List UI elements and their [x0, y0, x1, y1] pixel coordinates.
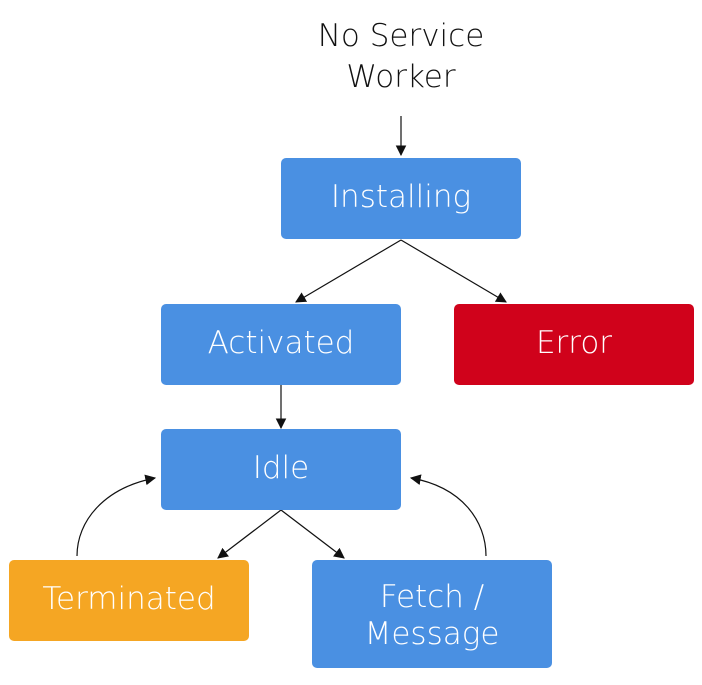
edge-idle-to-fetch-message: [280, 509, 345, 559]
node-fetch-message-label-line2: Message: [365, 616, 500, 652]
node-error-box: [454, 304, 694, 385]
node-terminated-box: [9, 560, 249, 641]
edge-idle-to-terminated: [217, 509, 282, 559]
node-activated-box: [161, 304, 401, 385]
edge-fetch-message-to-idle: [409, 474, 487, 557]
start-label-line2: Worker: [346, 59, 455, 95]
start-label-line1: No Service: [318, 18, 485, 54]
edge-installing-to-activated: [295, 239, 402, 303]
node-idle-box: [161, 429, 401, 510]
node-idle-label: Idle: [253, 450, 310, 486]
diagram-edges: [76, 116, 507, 559]
edge-installing-to-error: [400, 239, 507, 303]
node-activated-label: Activated: [208, 325, 355, 361]
edge-terminated-to-idle: [76, 474, 157, 557]
node-error: Error: [454, 304, 694, 385]
node-fetch-message-label-line1: Fetch /: [380, 579, 484, 615]
node-fetch-message-box: [312, 560, 552, 668]
node-terminated: Terminated: [9, 560, 249, 641]
node-activated: Activated: [161, 304, 401, 385]
node-error-label: Error: [536, 325, 612, 361]
node-idle: Idle: [161, 429, 401, 510]
node-fetch-message: Fetch / Message: [312, 560, 552, 668]
node-installing-box: [281, 158, 521, 239]
node-terminated-label: Terminated: [42, 581, 215, 617]
node-installing: Installing: [281, 158, 521, 239]
start-state-label: No Service Worker: [318, 18, 485, 95]
node-installing-label: Installing: [331, 179, 471, 215]
